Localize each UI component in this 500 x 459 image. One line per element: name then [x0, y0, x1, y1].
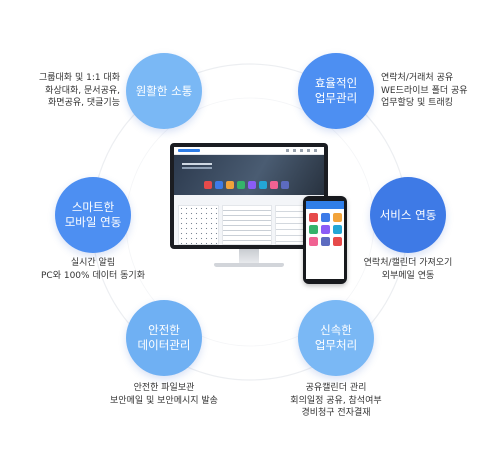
feature-node-mobile-sync: 스마트한 모바일 연동 — [55, 177, 131, 253]
list-widget — [222, 205, 272, 245]
node-label: 데이터관리 — [137, 338, 191, 352]
node-label: 서비스 연동 — [379, 207, 437, 222]
app-icon — [333, 213, 342, 222]
node-label: 원활한 소통 — [135, 83, 193, 98]
app-icon — [309, 213, 318, 222]
app-icon — [270, 181, 278, 189]
desktop-app-icons — [204, 181, 289, 189]
feature-caption-service-integration: 연락처/캘린더 가져오기 외부메일 연동 — [363, 258, 453, 281]
feature-node-smooth-communication: 원활한 소통 — [126, 53, 202, 129]
feature-caption-safe-data: 안전한 파일보관 보안메일 및 보안메시지 발송 — [110, 383, 218, 406]
desktop-monitor — [170, 143, 328, 267]
calendar-widget — [178, 205, 220, 245]
app-icon — [333, 237, 342, 246]
app-icon — [215, 181, 223, 189]
app-icon — [259, 181, 267, 189]
app-icon — [204, 181, 212, 189]
node-label: 업무관리 — [314, 91, 358, 105]
desktop-app-screen — [174, 147, 324, 245]
app-icon — [321, 237, 330, 246]
feature-caption-mobile-sync: 실시간 알림 PC와 100% 데이터 동기화 — [41, 258, 145, 281]
feature-caption-fast-processing: 공유캘린더 관리 회의일정 공유, 참석여부 경비청구 전자결재 — [290, 383, 382, 418]
feature-caption-smooth-communication: 그룹대화 및 1:1 대화 화상대화, 문서공유, 화면공유, 댓글기능 — [38, 73, 120, 108]
app-icon — [309, 237, 318, 246]
node-label: 안전한 — [148, 323, 180, 337]
app-icon — [226, 181, 234, 189]
node-label: 효율적인 — [314, 76, 358, 90]
feature-node-fast-processing: 신속한 업무처리 — [298, 300, 374, 376]
mobile-app-screen — [306, 201, 344, 279]
app-icon — [309, 225, 318, 234]
node-label: 모바일 연동 — [64, 215, 122, 229]
feature-node-safe-data: 안전한 데이터관리 — [126, 300, 202, 376]
feature-caption-efficient-work: 연락처/거래처 공유 WE드라이브 폴더 공유 업무할당 및 트래킹 — [381, 73, 468, 108]
app-icon — [248, 181, 256, 189]
feature-node-efficient-work: 효율적인 업무관리 — [298, 53, 374, 129]
app-icon — [237, 181, 245, 189]
node-label: 업무처리 — [314, 338, 358, 352]
node-label: 스마트한 — [71, 200, 115, 214]
app-icon — [321, 213, 330, 222]
mobile-phone — [303, 196, 347, 284]
feature-node-service-integration: 서비스 연동 — [370, 177, 446, 253]
app-icon — [333, 225, 342, 234]
node-label: 신속한 — [320, 323, 352, 337]
app-icon — [281, 181, 289, 189]
mobile-app-icons — [306, 209, 344, 250]
app-icon — [321, 225, 330, 234]
